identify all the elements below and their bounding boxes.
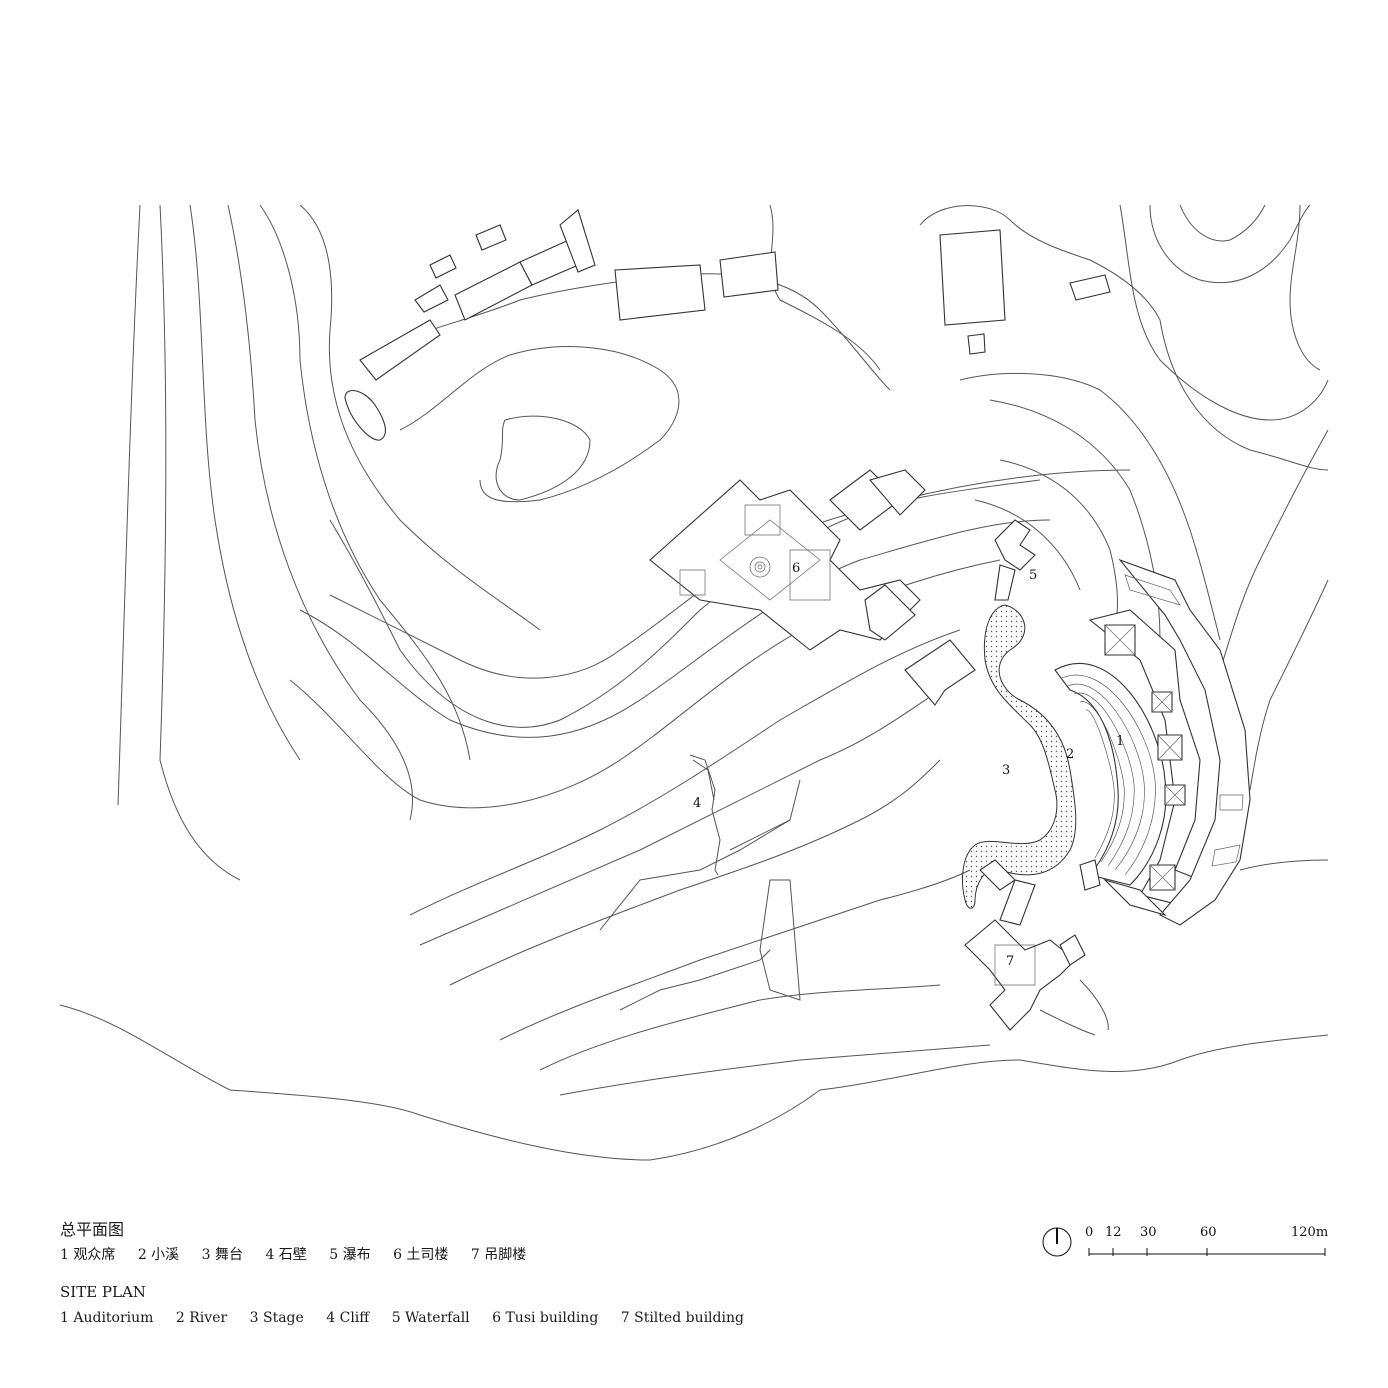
legend-title-cn: 总平面图 [60, 1220, 125, 1239]
legend-item-en: 7 Stilted building [620, 1310, 744, 1326]
label-river: 2 [1066, 747, 1074, 762]
stilted-building [964, 859, 1086, 1031]
label-waterfall: 5 [1029, 568, 1037, 583]
legend-items-en: 1 Auditorium 2 River 3 Stage 4 Cliff 5 W… [60, 1310, 762, 1326]
scale-tick-12: 12 [1105, 1225, 1122, 1240]
waterfall-structure [904, 519, 1036, 706]
village-buildings [344, 209, 1111, 441]
legend-item-cn: 2 小溪 [137, 1247, 180, 1263]
legend-item-cn: 3 舞台 [201, 1247, 243, 1263]
legend-item-en: 1 Auditorium [60, 1310, 154, 1326]
legend-item-en: 2 River [175, 1310, 228, 1326]
contour-lines [59, 204, 1329, 1161]
label-stage: 3 [1002, 763, 1010, 778]
legend-item-cn: 6 土司楼 [393, 1247, 449, 1263]
legend-item-cn: 1 观众席 [60, 1247, 116, 1263]
scale-tick-120m: 120m [1291, 1225, 1328, 1240]
legend-item-en: 3 Stage [249, 1310, 304, 1326]
legend-item-en: 6 Tusi building [492, 1310, 599, 1326]
label-stilted-building: 7 [1006, 954, 1014, 969]
north-arrow-icon [1042, 1227, 1072, 1257]
scale-tick-60: 60 [1200, 1225, 1217, 1240]
legend-items-cn: 1 观众席 2 小溪 3 舞台 4 石壁 5 瀑布 6 土司楼 7 吊脚楼 [60, 1244, 544, 1264]
legend-item-en: 5 Waterfall [391, 1310, 470, 1326]
label-auditorium: 1 [1116, 734, 1124, 749]
tusi-building [649, 469, 926, 651]
legend-item-cn: 7 吊脚楼 [470, 1247, 527, 1263]
scale-tick-30: 30 [1140, 1225, 1157, 1240]
legend-item-en: 4 Cliff [326, 1310, 370, 1326]
legend-item-cn: 4 石壁 [265, 1247, 307, 1263]
legend-item-cn: 5 瀑布 [329, 1247, 371, 1263]
scale-tick-0: 0 [1085, 1225, 1093, 1240]
scale-bar: 0 12 30 60 120m [1085, 1225, 1328, 1256]
auditorium [1054, 558, 1251, 926]
legend-title-en: SITE PLAN [60, 1283, 146, 1301]
label-tusi-building: 6 [792, 561, 800, 576]
label-cliff: 4 [693, 796, 701, 811]
cliff [689, 754, 721, 876]
river [962, 604, 1077, 909]
